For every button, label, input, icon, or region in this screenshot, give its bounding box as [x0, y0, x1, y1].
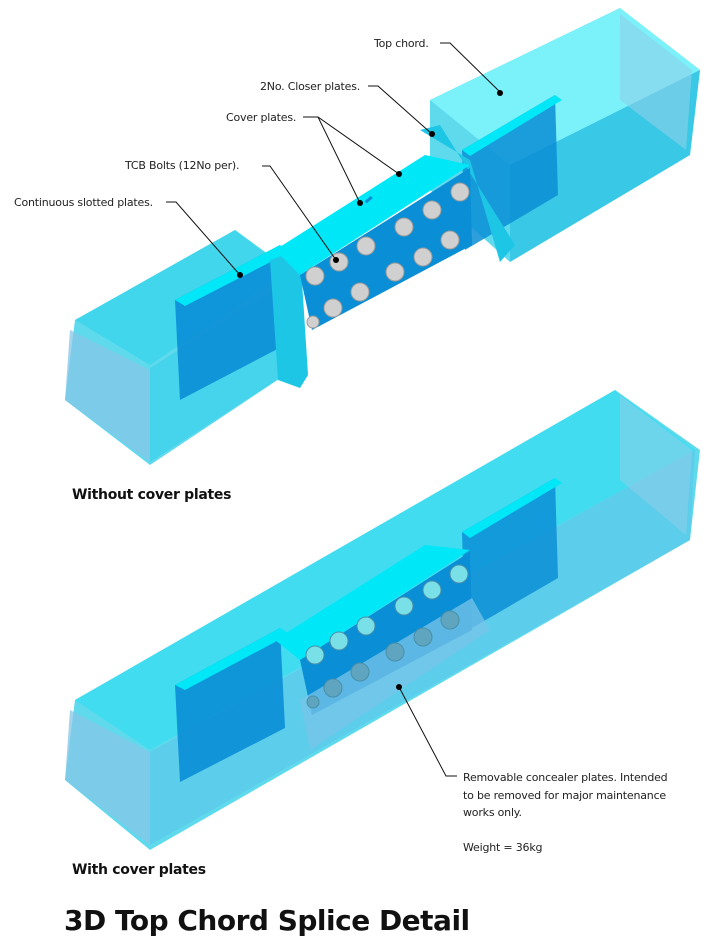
view-without-cover	[65, 8, 700, 465]
callout-top-chord: Top chord.	[374, 37, 429, 50]
bolt	[306, 315, 320, 329]
covered-bolts	[305, 564, 469, 709]
callout-concealer-plates: Removable concealer plates. Intended to …	[463, 769, 713, 856]
leader-dot-concealer	[396, 684, 402, 690]
callout-closer-plates: 2No. Closer plates.	[260, 80, 361, 93]
bolt	[323, 298, 343, 318]
closer-plate-left	[270, 250, 308, 388]
callout-slotted-plates: Continuous slotted plates.	[14, 196, 153, 209]
callout-tcb-bolts: TCB Bolts (12No per).	[125, 159, 240, 172]
bolt	[305, 266, 325, 286]
bolt	[356, 236, 376, 256]
leader-lines	[166, 42, 501, 276]
leader-line-concealer	[398, 686, 457, 777]
leader-dots	[237, 90, 503, 278]
caption-with-cover: With cover plates	[72, 862, 206, 878]
bolt	[440, 230, 460, 250]
view-with-cover	[65, 390, 700, 850]
bolt	[350, 282, 370, 302]
bolt	[450, 182, 470, 202]
slotted-plate-left	[175, 245, 285, 400]
bolt	[413, 247, 433, 267]
closer-plate-right	[420, 125, 515, 262]
weight-value: Weight = 36kg	[463, 840, 543, 854]
note-line: works only.	[463, 806, 522, 819]
note-line: Removable concealer plates. Intended	[463, 771, 668, 784]
caption-without-cover: Without cover plates	[72, 487, 232, 503]
figure-title: 3D Top Chord Splice Detail	[64, 904, 470, 937]
callout-cover-plates: Cover plates.	[226, 111, 297, 124]
bolt	[385, 262, 405, 282]
note-line: to be removed for major maintenance	[463, 788, 666, 802]
cover-plate-top	[275, 155, 470, 275]
bolt	[394, 217, 414, 237]
concealer-plate	[300, 598, 490, 750]
bolt	[422, 200, 442, 220]
